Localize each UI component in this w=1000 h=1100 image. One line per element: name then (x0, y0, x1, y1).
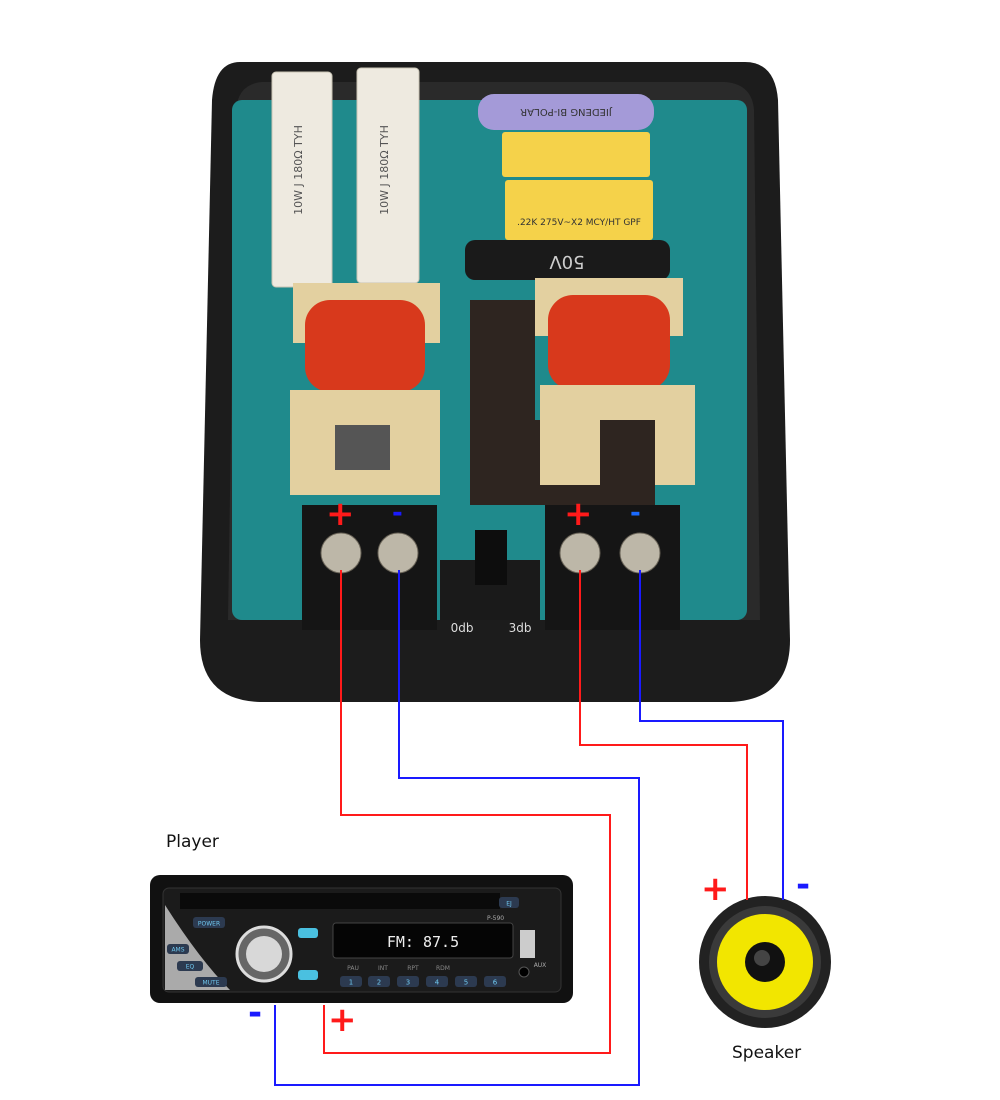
electrolytic-capacitor (465, 240, 670, 280)
preset-number: 4 (435, 979, 440, 987)
preset-label-rdm: RDM (436, 965, 450, 972)
output-positive-sign: + (564, 494, 593, 534)
usb-port (520, 930, 535, 958)
film-capacitor-text: .22K 275V~X2 MCY/HT GPF (517, 218, 641, 228)
bipolar-capacitor (478, 94, 654, 130)
ams-button-label: AMS (171, 947, 184, 954)
preset-number: 6 (493, 979, 498, 987)
mute-button[interactable] (195, 977, 227, 987)
preset-button-2[interactable] (368, 976, 390, 987)
resistor-text: 10W J 180Ω TYH (378, 125, 391, 215)
film-capacitor (502, 132, 650, 177)
eq-button[interactable] (177, 961, 203, 971)
film-capacitor (505, 180, 653, 240)
preset-number: 1 (349, 979, 353, 987)
preset-label-pau: PAU (347, 965, 359, 972)
display-text: FM: 87.5 (387, 933, 459, 951)
preset-number: 2 (377, 979, 381, 987)
terminal-screw-input-positive[interactable] (320, 532, 362, 574)
switch-option-3db: 3db (509, 621, 532, 635)
preset-buttons: 1 2 3 4 5 6 (340, 976, 506, 987)
terminal-screw-output-negative[interactable] (619, 532, 661, 574)
player-positive-sign: + (328, 1000, 357, 1040)
speaker-negative-sign: - (796, 865, 811, 905)
model-label: P-590 (487, 915, 504, 922)
input-negative-sign: - (392, 498, 403, 528)
eject-button[interactable] (499, 897, 519, 908)
speaker-positive-sign: + (701, 869, 730, 909)
crossover-unit: 10W J 180Ω TYH 10W J 180Ω TYH JIEDENG BI… (200, 62, 790, 702)
electrolytic-capacitor-text: 50V (549, 251, 585, 272)
input-terminal-block (302, 505, 437, 630)
eq-button-label: EQ (186, 964, 195, 971)
inductor-coil (305, 300, 425, 392)
player-label: Player (166, 832, 219, 852)
preset-button-4[interactable] (426, 976, 448, 987)
preset-label-rpt: RPT (407, 965, 419, 972)
switch-option-0db: 0db (451, 621, 474, 635)
wire-player-positive (323, 570, 611, 1054)
aux-jack (518, 966, 530, 978)
player-negative-sign: - (248, 993, 263, 1033)
preset-number: 5 (464, 979, 468, 987)
speaker-label: Speaker (732, 1043, 802, 1063)
aux-label: AUX (534, 962, 547, 969)
speaker (699, 896, 831, 1028)
power-button[interactable] (193, 917, 225, 928)
preset-button-3[interactable] (397, 976, 419, 987)
terminal-screw-input-negative[interactable] (377, 532, 419, 574)
input-positive-sign: + (326, 494, 355, 534)
resistor-text: 10W J 180Ω TYH (292, 125, 305, 215)
preset-button-6[interactable] (484, 976, 506, 987)
output-negative-sign: - (630, 498, 641, 528)
preset-button-1[interactable] (340, 976, 362, 987)
bipolar-capacitor-text: JIEDENG BI-POLAR (520, 106, 613, 117)
preset-button-5[interactable] (455, 976, 477, 987)
mute-button-label: MUTE (202, 980, 219, 987)
inductor-coil (548, 295, 670, 390)
wire-speaker-negative (639, 570, 784, 900)
wire-player-negative (274, 570, 640, 1086)
terminal-screw-output-positive[interactable] (559, 532, 601, 574)
preset-number: 3 (406, 979, 410, 987)
car-stereo-player: FM: 87.5 P-590 POWER AMS EQ MUTE EJ AUX … (150, 875, 573, 1003)
ams-button[interactable] (167, 944, 189, 954)
eject-button-label: EJ (506, 901, 512, 908)
wire-speaker-positive (579, 570, 748, 900)
power-button-label: POWER (198, 921, 220, 928)
display (332, 922, 514, 959)
preset-label-int: INT (378, 965, 388, 972)
